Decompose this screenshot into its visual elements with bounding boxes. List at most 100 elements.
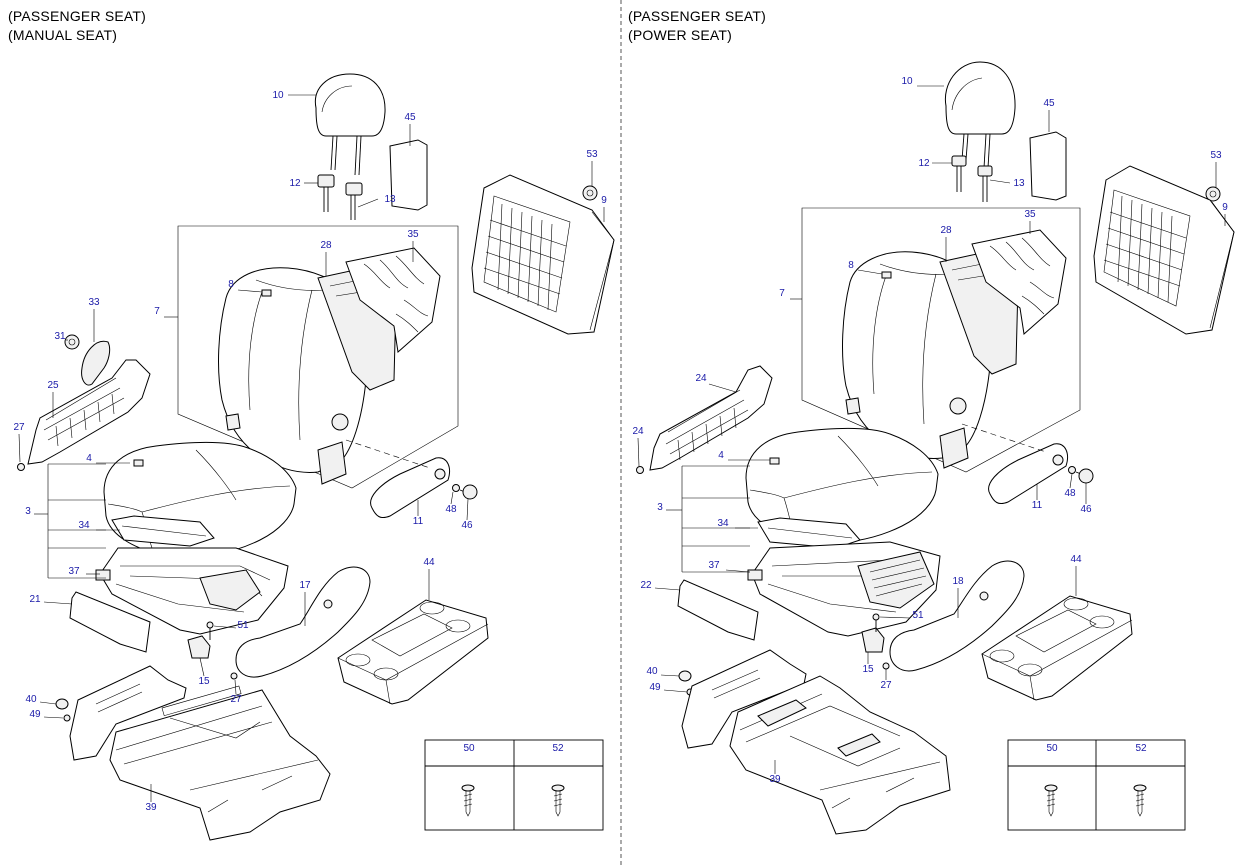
left-table-col-50: 50 bbox=[463, 743, 475, 754]
left-screw-50-icon bbox=[461, 784, 475, 817]
leader-line-l-13 bbox=[357, 198, 379, 208]
callout-r-13: 13 bbox=[1013, 178, 1025, 189]
left-panel-title: (PASSENGER SEAT) (MANUAL SEAT) bbox=[8, 7, 146, 45]
headrest-guide-13-r bbox=[977, 165, 993, 202]
callout-l-9: 9 bbox=[601, 195, 607, 206]
callout-r-28: 28 bbox=[940, 225, 952, 236]
seat-back-assembly-box-r bbox=[801, 207, 1081, 473]
callout-l-46: 46 bbox=[461, 520, 473, 531]
leader-line-l-46 bbox=[466, 498, 469, 521]
callout-l-8: 8 bbox=[228, 279, 234, 290]
callout-l-7: 7 bbox=[154, 306, 160, 317]
callout-r-12: 12 bbox=[918, 158, 930, 169]
cap-53-r bbox=[1205, 186, 1221, 202]
callout-l-11: 11 bbox=[413, 516, 424, 527]
callout-l-31: 31 bbox=[54, 331, 66, 342]
callout-r-11: 11 bbox=[1032, 500, 1043, 511]
cushion-frame-37 bbox=[95, 547, 289, 635]
cover-15 bbox=[187, 635, 211, 659]
side-shield-24-r bbox=[649, 365, 773, 471]
bolt-48-r bbox=[1068, 466, 1076, 474]
headrest-guide-13 bbox=[345, 182, 363, 220]
right-panel-title: (PASSENGER SEAT) (POWER SEAT) bbox=[628, 7, 766, 45]
leader-lines bbox=[18, 85, 1226, 802]
callout-l-21: 21 bbox=[29, 594, 41, 605]
leader-line-l-21 bbox=[43, 601, 73, 605]
callout-r-35: 35 bbox=[1024, 209, 1036, 220]
callout-r-37: 37 bbox=[708, 560, 720, 571]
cover-22-r bbox=[677, 579, 759, 641]
seat-track-39 bbox=[69, 665, 331, 841]
left-fastener-table bbox=[424, 739, 604, 831]
cushion-pad-34-r-rib bbox=[767, 527, 853, 539]
headrest-r bbox=[944, 61, 1016, 169]
left-title-line1: (PASSENGER SEAT) bbox=[8, 8, 147, 24]
leader-line-r-22 bbox=[654, 587, 681, 591]
headrest-guide-12 bbox=[317, 174, 335, 212]
right-screw-50-icon bbox=[1044, 784, 1058, 817]
cover-45 bbox=[389, 139, 428, 211]
callout-l-40: 40 bbox=[25, 694, 37, 705]
right-table-col-50: 50 bbox=[1046, 743, 1058, 754]
side-cover-17 bbox=[235, 566, 371, 678]
bolt-48 bbox=[452, 484, 460, 492]
callout-l-12: 12 bbox=[289, 178, 301, 189]
callout-l-34: 34 bbox=[78, 520, 90, 531]
knob-31 bbox=[64, 334, 80, 350]
callout-r-9: 9 bbox=[1222, 202, 1228, 213]
right-table-col-52: 52 bbox=[1135, 743, 1147, 754]
cover-21 bbox=[69, 591, 151, 653]
leader-line-r-37 bbox=[725, 569, 751, 573]
seat-back-frame-35 bbox=[345, 247, 441, 353]
right-title-line2: (POWER SEAT) bbox=[628, 27, 733, 43]
seat-back-panel-r bbox=[1093, 165, 1235, 335]
callout-r-24b: 24 bbox=[632, 426, 644, 437]
side-cover-18-r bbox=[889, 560, 1025, 672]
callout-r-3: 3 bbox=[657, 502, 663, 513]
callout-r-46: 46 bbox=[1080, 504, 1092, 515]
callout-l-13: 13 bbox=[384, 194, 396, 205]
recliner-centerline bbox=[345, 439, 431, 469]
cover-15-r bbox=[861, 627, 885, 653]
leader-line-r-13 bbox=[989, 179, 1011, 184]
callout-l-48: 48 bbox=[445, 504, 457, 515]
headrest-guide-12-r bbox=[951, 155, 967, 192]
callout-l-37: 37 bbox=[68, 566, 80, 577]
callout-labels: 1045121353928357833312527433437211148461… bbox=[13, 76, 1228, 813]
screw-51-r-head bbox=[872, 613, 880, 621]
callout-l-28: 28 bbox=[320, 240, 332, 251]
callout-r-10: 10 bbox=[901, 76, 913, 87]
callout-r-8: 8 bbox=[848, 260, 854, 271]
seat-back-assembly-box bbox=[177, 225, 459, 489]
cushion-frame-37-r bbox=[747, 541, 941, 637]
side-shield-25 bbox=[27, 359, 151, 465]
leader-line-l-49 bbox=[43, 716, 64, 719]
callout-r-40: 40 bbox=[646, 666, 658, 677]
leader-line-l-51 bbox=[213, 625, 237, 629]
callout-r-18: 18 bbox=[952, 576, 964, 587]
callout-l-33: 33 bbox=[88, 297, 100, 308]
cushion-pad-34-rib bbox=[121, 525, 207, 537]
leader-line-r-24b bbox=[637, 437, 640, 467]
callout-l-27b: 27 bbox=[230, 694, 242, 705]
screw-49 bbox=[63, 714, 71, 722]
cap-40-r bbox=[678, 670, 692, 682]
callout-l-45: 45 bbox=[404, 112, 416, 123]
callout-l-25: 25 bbox=[47, 380, 59, 391]
callout-r-51: 51 bbox=[912, 610, 924, 621]
callout-r-34: 34 bbox=[717, 518, 729, 529]
callout-r-15: 15 bbox=[862, 664, 874, 675]
left-title-line2: (MANUAL SEAT) bbox=[8, 27, 118, 43]
seat-back-frame-35-r bbox=[971, 229, 1067, 335]
side-cover-18-r-hole bbox=[979, 591, 989, 601]
cover-33 bbox=[81, 340, 111, 386]
screw-27b bbox=[230, 672, 238, 680]
leader-line-l-40 bbox=[39, 701, 57, 705]
callout-l-35: 35 bbox=[407, 229, 419, 240]
seat-cushion-r bbox=[745, 428, 939, 544]
right-title-line1: (PASSENGER SEAT) bbox=[628, 8, 767, 24]
right-panel-drawing bbox=[636, 61, 1235, 835]
recliner-cover-11 bbox=[370, 457, 450, 519]
callout-l-51: 51 bbox=[237, 620, 249, 631]
